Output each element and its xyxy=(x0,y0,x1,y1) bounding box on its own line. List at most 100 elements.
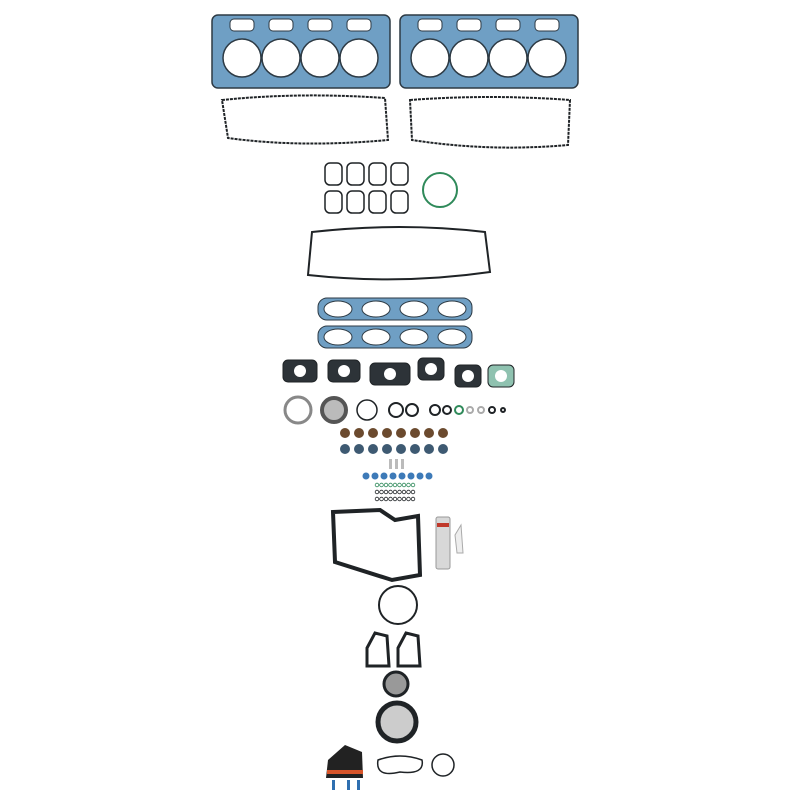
injector-seal xyxy=(407,472,415,480)
small-o-ring xyxy=(410,482,416,488)
intake-port-seal xyxy=(390,190,409,214)
injector-seal xyxy=(371,472,379,480)
intake-port xyxy=(437,328,467,346)
cylinder-bore xyxy=(300,38,340,78)
intake-port-seal xyxy=(390,162,409,186)
valve-cover-gasket xyxy=(408,96,572,149)
oil-pump-gasket xyxy=(326,745,363,778)
intake-port-seal xyxy=(346,162,365,186)
valve-stem-seal xyxy=(382,444,392,454)
valve-stem-seal xyxy=(368,444,378,454)
dowel-pin xyxy=(401,459,404,469)
small-o-ring xyxy=(383,482,389,488)
intake-manifold-gasket xyxy=(317,325,473,349)
coolant-port xyxy=(495,18,521,32)
coolant-port xyxy=(346,18,372,32)
gasket-hole xyxy=(495,370,507,382)
intake-port xyxy=(399,328,429,346)
small-o-ring xyxy=(379,496,384,502)
valve-stem-seal xyxy=(368,428,378,438)
injector-seal xyxy=(425,472,433,480)
coolant-port xyxy=(417,18,443,32)
injector-seal xyxy=(416,472,424,480)
oil-pump-seal xyxy=(327,770,363,774)
o-ring xyxy=(405,403,419,417)
gasket-hole xyxy=(294,365,306,377)
intake-port-seal xyxy=(368,190,387,214)
small-o-ring xyxy=(406,482,411,488)
intake-port xyxy=(361,300,391,318)
front-crank-seal xyxy=(320,396,348,424)
valve-stem-seal xyxy=(410,428,420,438)
cylinder-bore xyxy=(449,38,489,78)
sealant-nozzle xyxy=(454,523,464,554)
intake-port-seal xyxy=(324,162,343,186)
injector-seal xyxy=(362,472,370,480)
o-ring xyxy=(356,399,378,421)
small-o-ring xyxy=(410,489,416,495)
throttle-body-seal xyxy=(422,172,458,208)
oil-pickup-gasket xyxy=(376,755,424,775)
valve-cover-gasket xyxy=(220,94,390,145)
small-o-ring xyxy=(397,482,402,488)
gasket-hole xyxy=(425,363,437,375)
small-o-ring xyxy=(392,482,398,488)
small-o-ring xyxy=(374,496,380,502)
intake-port xyxy=(437,300,467,318)
small-o-ring xyxy=(383,489,389,495)
coolant-port xyxy=(534,18,560,32)
o-ring xyxy=(466,406,474,414)
small-o-ring xyxy=(397,489,402,495)
valve-stem-seal xyxy=(396,444,406,454)
cylinder-bore xyxy=(339,38,379,78)
small-o-ring xyxy=(388,482,393,488)
cylinder-bore xyxy=(222,38,262,78)
gasket-hole xyxy=(462,370,474,382)
small-o-ring xyxy=(392,496,398,502)
intake-port-seal xyxy=(324,190,343,214)
small-o-ring xyxy=(374,489,380,495)
o-ring xyxy=(488,406,496,414)
front-cover-seal xyxy=(375,700,419,744)
valve-stem-seal xyxy=(340,444,350,454)
coolant-port xyxy=(229,18,255,32)
oil-pan-gasket xyxy=(330,507,423,583)
small-o-ring xyxy=(401,489,407,495)
o-ring xyxy=(429,404,441,416)
small-o-ring xyxy=(401,496,407,502)
o-ring xyxy=(442,405,452,415)
valve-stem-seal xyxy=(410,444,420,454)
intake-port xyxy=(323,328,353,346)
gasket-hole xyxy=(384,368,396,380)
small-o-ring xyxy=(374,482,380,488)
sealant-tube-label xyxy=(437,523,449,527)
injector-seal xyxy=(398,472,406,480)
coolant-port xyxy=(268,18,294,32)
dowel-pin xyxy=(389,459,392,469)
coolant-port xyxy=(307,18,333,32)
dowel-pin xyxy=(395,459,398,469)
water-pump-gasket xyxy=(396,631,422,668)
timing-cover-gasket xyxy=(378,585,418,625)
small-o-ring xyxy=(379,489,384,495)
intake-manifold-gasket xyxy=(317,297,473,321)
o-ring xyxy=(477,406,485,414)
intake-port-seal xyxy=(368,162,387,186)
o-ring xyxy=(500,407,506,413)
small-o-ring xyxy=(388,496,393,502)
intake-port xyxy=(399,300,429,318)
small-o-ring xyxy=(383,496,389,502)
cylinder-bore xyxy=(261,38,301,78)
o-ring xyxy=(454,405,464,415)
injector-seal xyxy=(380,472,388,480)
valley-cover-gasket xyxy=(306,226,492,281)
water-pump-gasket xyxy=(365,631,391,668)
valve-stem-seal xyxy=(396,428,406,438)
o-ring xyxy=(431,753,455,777)
camshaft-seal xyxy=(382,670,410,698)
cylinder-bore xyxy=(488,38,528,78)
valve-stem-seal xyxy=(354,428,364,438)
rear-main-seal xyxy=(283,395,313,425)
